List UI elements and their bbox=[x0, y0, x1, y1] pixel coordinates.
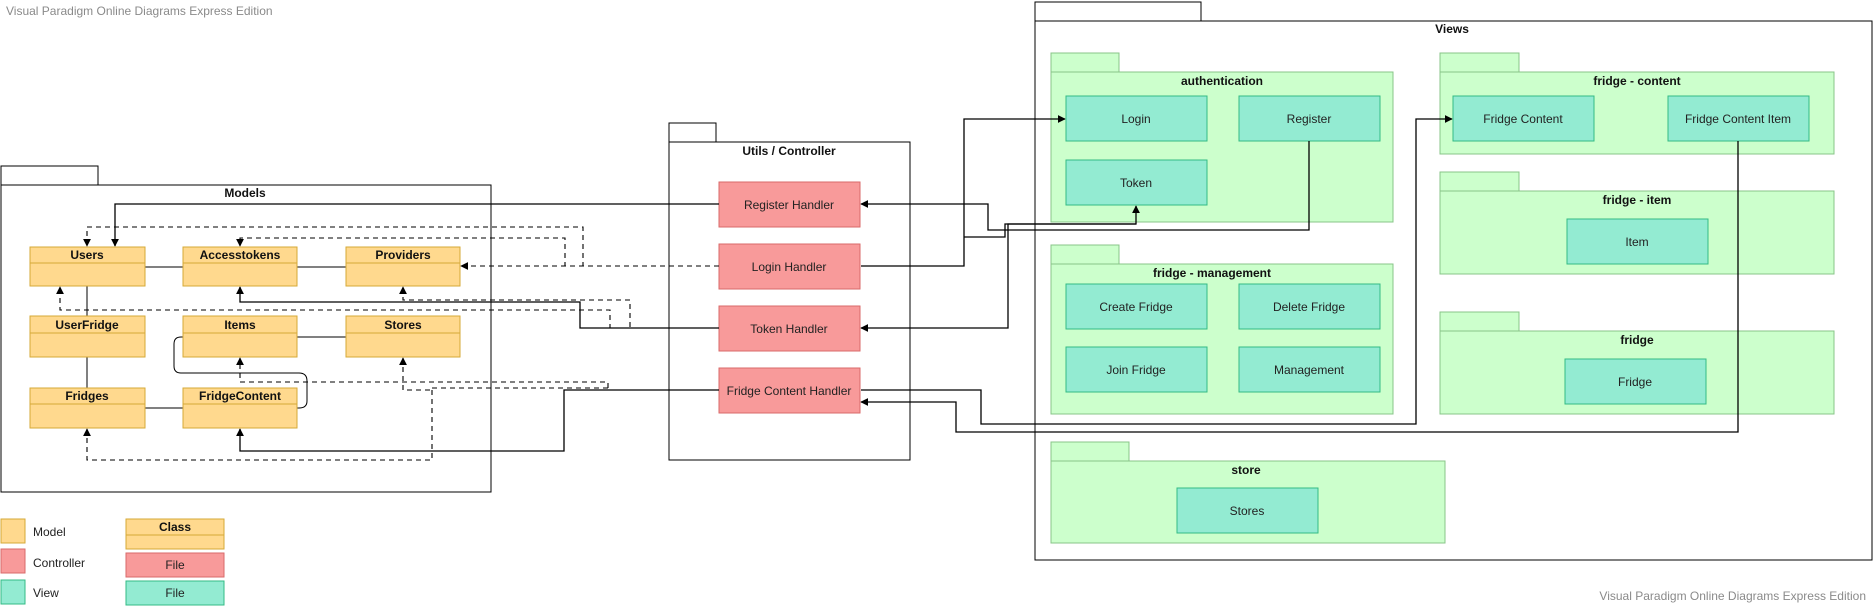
view-fridge-content[interactable]: Fridge Content bbox=[1452, 95, 1595, 142]
legend-view-file-sample: File bbox=[125, 580, 225, 606]
legend-class-sample-label: Class bbox=[159, 520, 191, 534]
handler-register[interactable]: Register Handler bbox=[718, 181, 861, 228]
view-join-fridge[interactable]: Join Fridge bbox=[1065, 346, 1208, 393]
legend: Model Controller View Class File File bbox=[0, 518, 225, 606]
legend-swatch-controller bbox=[0, 548, 26, 574]
class-fridges-label: Fridges bbox=[65, 389, 109, 403]
conn-fridge-content-item-to-handler bbox=[860, 141, 1739, 433]
handler-token[interactable]: Token Handler bbox=[718, 305, 861, 352]
class-fridges[interactable]: Fridges bbox=[29, 387, 146, 429]
class-fridgecontent[interactable]: FridgeContent bbox=[182, 387, 298, 429]
dep-token-to-providers bbox=[399, 286, 719, 329]
conn-register-handler-to-users bbox=[111, 203, 719, 247]
conn-fridgecontent-handler-to-fridgecontent bbox=[236, 389, 719, 452]
subpackage-fridge-management-title: fridge - management bbox=[1153, 266, 1271, 280]
subpackage-authentication-title: authentication bbox=[1181, 74, 1263, 88]
class-users[interactable]: Users bbox=[29, 246, 146, 287]
class-providers[interactable]: Providers bbox=[345, 246, 461, 287]
view-item[interactable]: Item bbox=[1566, 218, 1709, 265]
conn-login-handler-to-login-view bbox=[861, 115, 1066, 267]
class-providers-label: Providers bbox=[375, 248, 431, 262]
class-items-label: Items bbox=[224, 318, 256, 332]
view-create-fridge-label: Create Fridge bbox=[1099, 300, 1173, 314]
conn-login-handler-to-token-view bbox=[964, 205, 1140, 238]
class-users-label: Users bbox=[70, 248, 104, 262]
legend-swatch-view bbox=[0, 579, 26, 605]
view-fridge-label: Fridge bbox=[1618, 375, 1652, 389]
class-accesstokens-label: Accesstokens bbox=[200, 248, 281, 262]
view-fridge[interactable]: Fridge bbox=[1564, 358, 1707, 405]
view-stores-label: Stores bbox=[1230, 504, 1265, 518]
legend-controller-file-label: File bbox=[165, 558, 185, 572]
handler-fridge-content-label: Fridge Content Handler bbox=[727, 384, 852, 398]
view-fridge-content-label: Fridge Content bbox=[1483, 112, 1563, 126]
class-userfridge-label: UserFridge bbox=[55, 318, 119, 332]
conn-register-view-to-handler bbox=[860, 141, 1310, 231]
handler-register-label: Register Handler bbox=[744, 198, 834, 212]
view-join-fridge-label: Join Fridge bbox=[1106, 363, 1166, 377]
view-management[interactable]: Management bbox=[1238, 346, 1381, 393]
handler-fridge-content[interactable]: Fridge Content Handler bbox=[718, 367, 861, 414]
class-stores[interactable]: Stores bbox=[345, 315, 461, 358]
subpackage-fridge-item-title: fridge - item bbox=[1603, 193, 1672, 207]
view-stores[interactable]: Stores bbox=[1176, 487, 1319, 534]
view-management-label: Management bbox=[1274, 363, 1345, 377]
handler-token-label: Token Handler bbox=[750, 322, 827, 336]
package-models-title: Models bbox=[224, 186, 266, 200]
view-login-label: Login bbox=[1121, 112, 1150, 126]
view-login[interactable]: Login bbox=[1065, 95, 1208, 142]
view-token-label: Token bbox=[1120, 176, 1152, 190]
view-fridge-content-item-label: Fridge Content Item bbox=[1685, 112, 1791, 126]
legend-view-file-label: File bbox=[165, 586, 185, 600]
legend-class-sample: Class bbox=[125, 518, 225, 550]
class-userfridge[interactable]: UserFridge bbox=[29, 315, 146, 358]
legend-controller-label: Controller bbox=[33, 556, 85, 570]
legend-model-label: Model bbox=[33, 525, 66, 539]
subpackage-store-title: store bbox=[1231, 463, 1261, 477]
conn-token-handler-to-accesstokens bbox=[236, 286, 719, 329]
class-fridgecontent-label: FridgeContent bbox=[199, 389, 281, 403]
view-token[interactable]: Token bbox=[1065, 159, 1208, 206]
handler-login-label: Login Handler bbox=[752, 260, 827, 274]
subpackage-fridge-content-title: fridge - content bbox=[1593, 74, 1680, 88]
view-item-label: Item bbox=[1625, 235, 1648, 249]
legend-view-label: View bbox=[33, 586, 59, 600]
dep-fridgecontent-to-items bbox=[236, 357, 609, 388]
watermark-top: Visual Paradigm Online Diagrams Express … bbox=[6, 4, 273, 18]
package-views-title: Views bbox=[1435, 22, 1469, 36]
handler-login[interactable]: Login Handler bbox=[718, 243, 861, 290]
view-delete-fridge-label: Delete Fridge bbox=[1273, 300, 1345, 314]
view-register-label: Register bbox=[1287, 112, 1332, 126]
legend-swatch-model bbox=[0, 518, 26, 544]
class-stores-label: Stores bbox=[384, 318, 422, 332]
dep-fridgecontent-to-stores bbox=[399, 357, 608, 391]
subpackage-fridge-item[interactable]: fridge - item bbox=[1439, 171, 1835, 275]
class-items[interactable]: Items bbox=[182, 315, 298, 358]
legend-controller-file-sample: File bbox=[125, 552, 225, 578]
view-create-fridge[interactable]: Create Fridge bbox=[1065, 283, 1208, 330]
class-accesstokens[interactable]: Accesstokens bbox=[182, 246, 298, 287]
package-utils-title: Utils / Controller bbox=[742, 144, 836, 158]
subpackage-fridge-title: fridge bbox=[1620, 333, 1654, 347]
view-fridge-content-item[interactable]: Fridge Content Item bbox=[1667, 95, 1810, 142]
view-register[interactable]: Register bbox=[1238, 95, 1381, 142]
conn-token-view-to-handler bbox=[860, 223, 1136, 332]
conn-handler-to-fridge-content-view bbox=[861, 115, 1453, 425]
view-delete-fridge[interactable]: Delete Fridge bbox=[1238, 283, 1381, 330]
watermark-bottom: Visual Paradigm Online Diagrams Express … bbox=[1599, 589, 1866, 603]
